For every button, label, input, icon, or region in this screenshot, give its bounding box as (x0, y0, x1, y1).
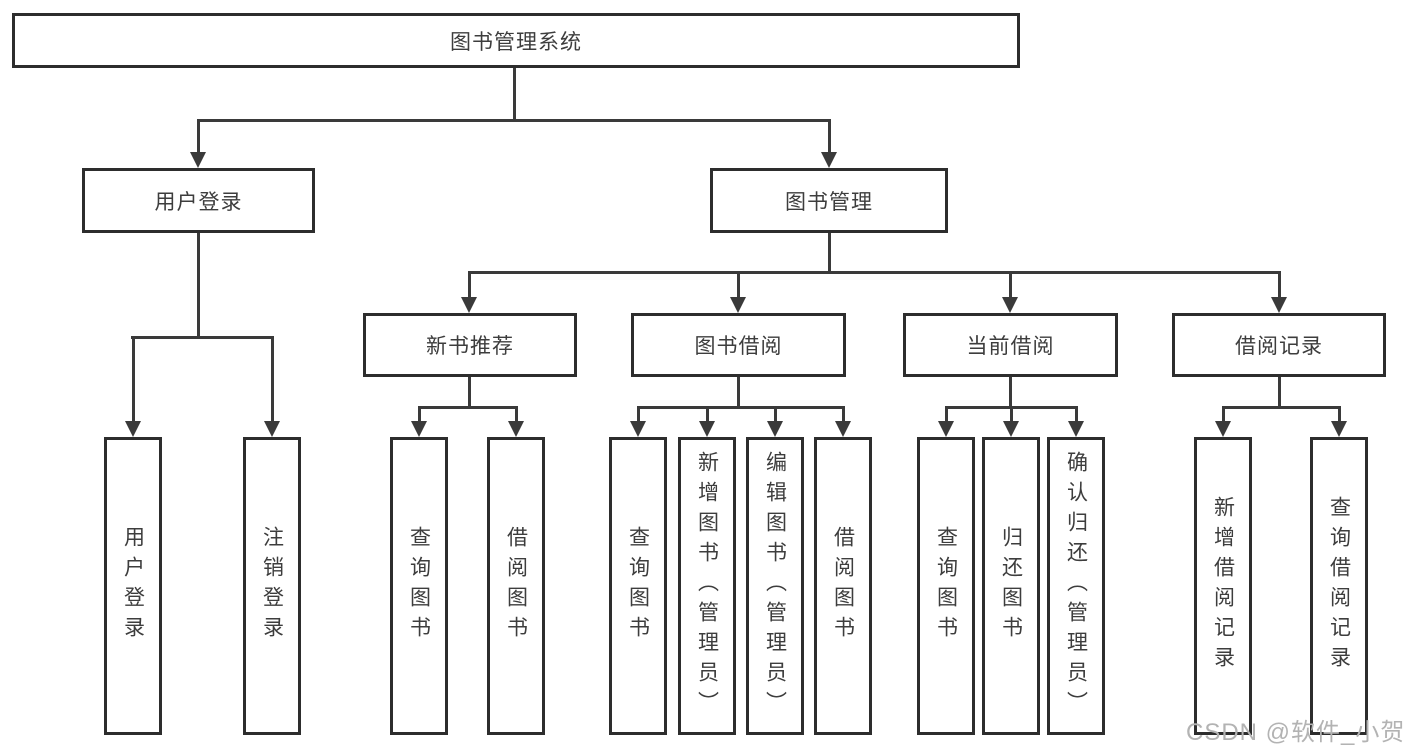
leaf-query-books-current: 查询图书 (917, 437, 975, 735)
connector-vline (1009, 377, 1012, 408)
arrow-down-icon (821, 152, 837, 168)
arrow-down-icon (264, 421, 280, 437)
leaf-borrow-books-recommendation: 借阅图书 (487, 437, 545, 735)
connector-vline (418, 406, 421, 423)
arrow-down-icon (125, 421, 141, 437)
leaf-query-books-recommendation: 查询图书 (390, 437, 448, 735)
connector-vline (737, 377, 740, 408)
connector-vline (1278, 377, 1281, 408)
connector-hline (468, 271, 1281, 274)
connector-vline (197, 233, 200, 337)
connector-hline (637, 406, 845, 409)
connector-vline (468, 377, 471, 408)
connector-vline (1222, 406, 1225, 423)
connector-vline (1075, 406, 1078, 423)
connector-vline (1338, 406, 1341, 423)
leaf-query-books-borrowing: 查询图书 (609, 437, 667, 735)
leaf-borrow-books: 借阅图书 (814, 437, 872, 735)
connector-vline (828, 233, 831, 272)
arrow-down-icon (1215, 421, 1231, 437)
node-label: 新书推荐 (426, 335, 514, 358)
connector-vline (1278, 271, 1281, 299)
node-label: 查询图书 (407, 526, 431, 646)
node-label: 图书借阅 (694, 335, 783, 358)
arrow-down-icon (835, 421, 851, 437)
arrow-down-icon (1003, 421, 1019, 437)
arrow-down-icon (1271, 297, 1287, 313)
leaf-add-book-admin: 新增图书（管理员） (678, 437, 736, 735)
watermark: CSDN @软件_小贺同学 (1186, 719, 1405, 746)
arrow-down-icon (730, 297, 746, 313)
connector-vline (1009, 271, 1012, 299)
node-library-management-system: 图书管理系统 (12, 13, 1020, 68)
connector-vline (637, 406, 640, 423)
connector-vline (271, 336, 274, 423)
arrow-down-icon (1002, 297, 1018, 313)
connector-vline (737, 271, 740, 299)
arrow-down-icon (190, 152, 206, 168)
node-new-book-recommendation: 新书推荐 (363, 313, 577, 377)
leaf-add-borrow-record: 新增借阅记录 (1194, 437, 1252, 735)
arrow-down-icon (411, 421, 427, 437)
leaf-user-login: 用户登录 (104, 437, 162, 735)
connector-vline (197, 119, 200, 154)
leaf-edit-book-admin: 编辑图书（管理员） (746, 437, 804, 735)
arrow-down-icon (461, 297, 477, 313)
arrow-down-icon (767, 421, 783, 437)
arrow-down-icon (630, 421, 646, 437)
connector-vline (842, 406, 845, 423)
node-label: 当前借阅 (966, 335, 1055, 358)
arrow-down-icon (1331, 421, 1347, 437)
node-label: 借阅记录 (1235, 335, 1323, 358)
leaf-logout: 注销登录 (243, 437, 301, 735)
connector-hline (198, 119, 830, 122)
node-label: 图书管理 (785, 190, 873, 214)
connector-hline (1222, 406, 1341, 409)
node-book-management: 图书管理 (710, 168, 948, 233)
node-label: 归还图书 (999, 526, 1023, 646)
node-borrowing-records: 借阅记录 (1172, 313, 1386, 377)
leaf-query-borrow-record: 查询借阅记录 (1310, 437, 1368, 735)
node-label: 查询借阅记录 (1327, 496, 1351, 676)
node-label: 借阅图书 (831, 526, 855, 646)
node-label: 确认归还（管理员） (1064, 451, 1088, 721)
node-user-login: 用户登录 (82, 168, 315, 233)
connector-vline (828, 119, 831, 154)
arrow-down-icon (1068, 421, 1084, 437)
node-label: 新增借阅记录 (1211, 496, 1235, 676)
node-label: 编辑图书（管理员） (763, 451, 787, 721)
node-label: 用户登录 (154, 190, 243, 214)
arrow-down-icon (508, 421, 524, 437)
node-label: 用户登录 (121, 526, 145, 646)
connector-vline (132, 336, 135, 423)
node-label: 图书管理系统 (450, 30, 582, 54)
arrow-down-icon (699, 421, 715, 437)
connector-vline (774, 406, 777, 423)
leaf-confirm-return-admin: 确认归还（管理员） (1047, 437, 1105, 735)
leaf-return-books: 归还图书 (982, 437, 1040, 735)
node-label: 查询图书 (934, 526, 958, 646)
connector-vline (706, 406, 709, 423)
connector-vline (945, 406, 948, 423)
connector-vline (468, 271, 471, 299)
connector-hline (131, 336, 274, 339)
node-label: 借阅图书 (504, 526, 528, 646)
node-current-borrowing: 当前借阅 (903, 313, 1118, 377)
connector-vline (515, 406, 518, 423)
node-book-borrowing: 图书借阅 (631, 313, 846, 377)
connector-vline (1010, 406, 1013, 423)
node-label: 新增图书（管理员） (695, 451, 719, 721)
node-label: 查询图书 (626, 526, 650, 646)
node-label: 注销登录 (260, 526, 284, 646)
connector-vline (513, 68, 516, 120)
connector-hline (418, 406, 518, 409)
arrow-down-icon (938, 421, 954, 437)
